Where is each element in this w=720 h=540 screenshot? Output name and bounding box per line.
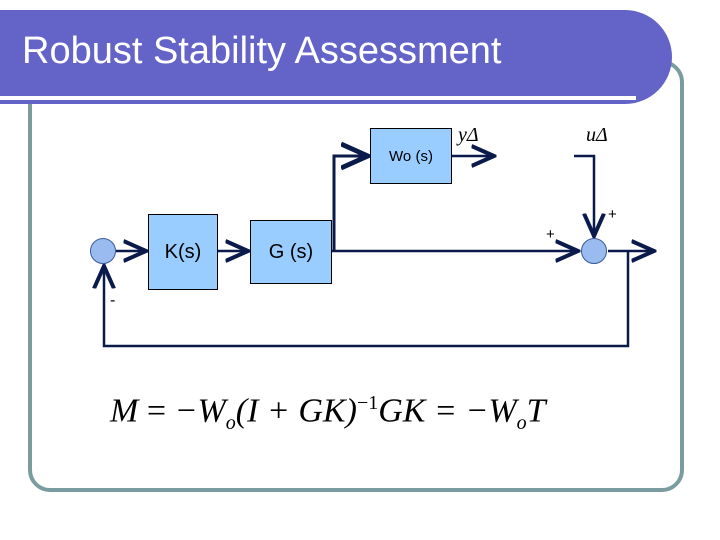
equation-equals: = — [146, 392, 167, 430]
slide-frame — [28, 60, 684, 492]
title-underline — [0, 96, 636, 100]
sum-left-sign-label: + — [546, 226, 555, 243]
equation-sub-1: o — [225, 412, 236, 435]
title-bar — [0, 10, 672, 104]
feedback-sign-label: - — [110, 292, 116, 309]
plant-label: G (s) — [268, 240, 314, 263]
equation-lhs: M — [110, 392, 139, 430]
wire-feedback — [104, 251, 630, 348]
equation: M = −Wo(I + GK)−1GK = −WoT — [110, 392, 546, 435]
controller-block: K(s) — [148, 214, 218, 290]
summing-junction-left — [90, 238, 116, 264]
equation-t: T — [526, 392, 546, 430]
equation-gk: GK — [378, 392, 426, 430]
wire-udelta-to-sum — [574, 154, 594, 236]
output-signal-label: yΔ — [458, 124, 479, 146]
equation-inverse: (I + GK) — [235, 392, 357, 430]
controller-label: K(s) — [164, 240, 202, 263]
sum-top-sign-label: + — [608, 206, 617, 223]
equation-sub-2: o — [516, 412, 527, 435]
equation-term-1: −W — [174, 392, 226, 430]
input-signal-label: uΔ — [586, 124, 608, 146]
equation-term-2: = −W — [433, 392, 517, 430]
wire-branch-to-weight — [332, 156, 368, 251]
weight-label: Wo (s) — [389, 147, 433, 165]
summing-junction-right — [581, 238, 607, 264]
equation-sup: −1 — [356, 392, 379, 414]
slide-title: Robust Stability Assessment — [22, 30, 502, 72]
weight-block: Wo (s) — [370, 128, 452, 184]
plant-block: G (s) — [250, 220, 332, 284]
